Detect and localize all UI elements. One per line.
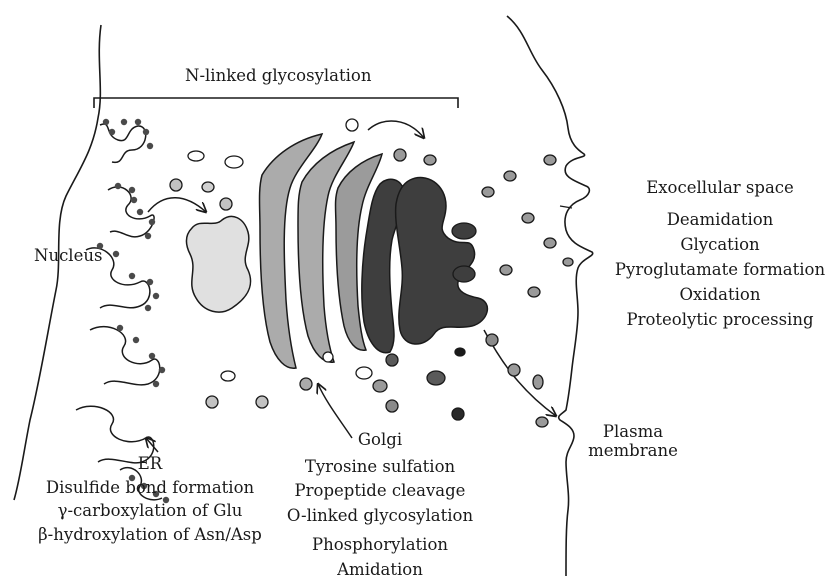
golgi-label: Golgi [330,432,430,449]
er-mod-2: γ-carboxylation of Glu [0,503,300,520]
n-linked-glycosylation-label: N-linked glycosylation [185,68,371,85]
er-mod-3: β-hydroxylation of Asn/Asp [0,527,300,544]
golgi-forward-arrow [368,121,424,138]
plasma-membrane [507,16,593,576]
golgi-mod-3: O-linked glycosylation [260,508,500,525]
er-cisternae [76,124,162,500]
golgi-mod-2: Propeptide cleavage [260,483,500,500]
er-to-golgi-arrow [148,198,206,212]
cis-golgi-cisterna [186,216,250,312]
er-label: ER [130,456,170,473]
trans-golgi-bud-1 [452,223,476,239]
er-ribosomes [97,119,169,503]
exo-mod-3: Pyroglutamate formation [610,262,830,279]
trans-golgi-bud-2 [453,266,475,282]
er-mod-1: Disulfide bond formation [0,480,300,497]
golgi-mod-4: Phosphorylation [260,537,500,554]
exo-mod-4: Oxidation [610,287,830,304]
golgi-mod-5: Amidation [260,562,500,577]
n-glycosylation-bracket [94,98,458,108]
golgi-label-arrow [318,384,352,438]
exo-mod-2: Glycation [610,237,830,254]
exo-mod-1: Deamidation [610,212,830,229]
plasma-membrane-label-line1: Plasma [578,424,688,441]
exocellular-space-label: Exocellular space [610,180,830,197]
golgi-mod-1: Tyrosine sulfation [260,459,500,476]
trans-golgi-network [396,178,488,345]
exo-mod-5: Proteolytic processing [610,312,830,329]
plasma-membrane-label-line2: membrane [578,443,688,460]
nucleus-label: Nucleus [34,248,102,265]
